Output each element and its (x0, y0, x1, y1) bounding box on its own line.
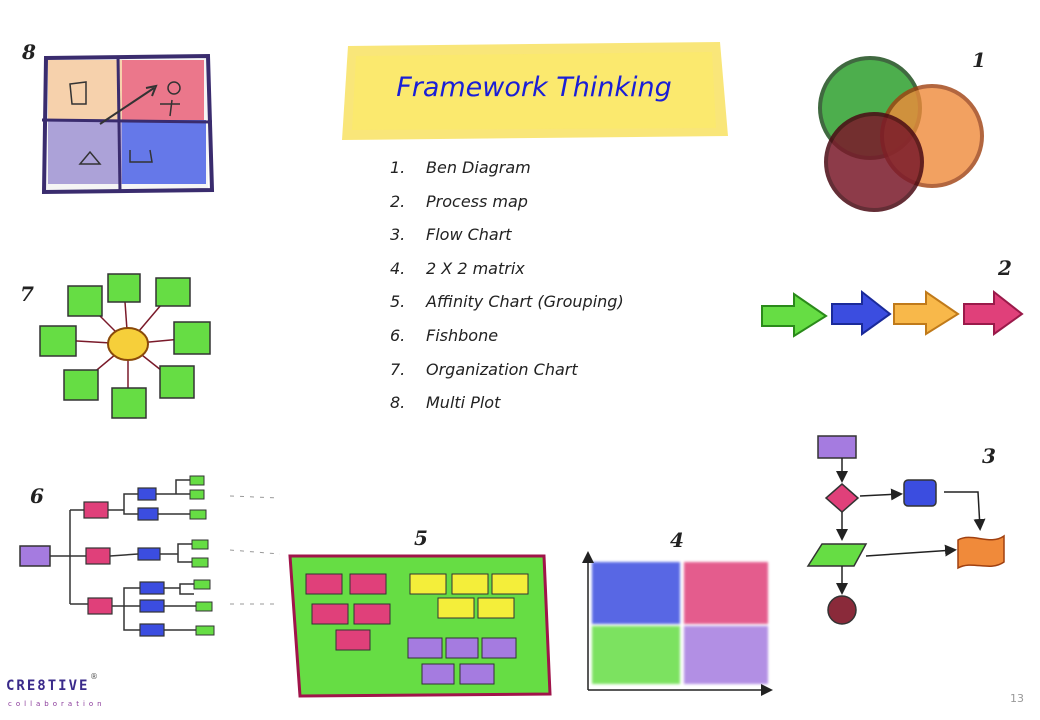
figure-number-process: 2 (998, 256, 1012, 280)
affinity-chart-figure (288, 554, 552, 698)
process-map-figure (761, 289, 1024, 338)
list-item: 3.Flow Chart (390, 225, 512, 245)
list-item: 5.Affinity Chart (Grouping) (390, 292, 624, 312)
page-number: 13 (1010, 692, 1024, 705)
figure-number-fishbone: 6 (30, 484, 44, 508)
figure-number-flow: 3 (982, 444, 996, 468)
fishbone-figure (19, 475, 281, 637)
title-banner (342, 42, 728, 140)
multi-plot-figure (41, 53, 215, 195)
page-title: Framework Thinking (396, 72, 672, 103)
list-item: 8.Multi Plot (390, 393, 501, 413)
matrix-figure (582, 551, 773, 696)
figure-number-affinity: 5 (414, 526, 428, 550)
figure-number-org: 7 (20, 282, 34, 306)
logo-subtitle: collaboration (8, 700, 106, 708)
venn-diagram-figure (818, 56, 984, 212)
organization-chart-figure (39, 273, 211, 419)
figure-number-multiplot: 8 (22, 40, 36, 64)
list-item: 1.Ben Diagram (390, 158, 531, 177)
figure-number-matrix: 4 (670, 528, 684, 552)
logo-registered-mark: ® (90, 672, 98, 681)
list-item: 6.Fishbone (390, 325, 499, 345)
flow-chart-figure (806, 435, 1005, 625)
list-item: 2.Process map (390, 191, 528, 211)
topic-list: 1.Ben Diagram 2.Process map 3.Flow Chart… (390, 158, 624, 427)
list-item: 7.Organization Chart (390, 359, 578, 379)
figure-number-venn: 1 (972, 48, 986, 72)
logo: CRE8TIVE (6, 678, 90, 694)
list-item: 4.2 X 2 matrix (390, 258, 525, 278)
